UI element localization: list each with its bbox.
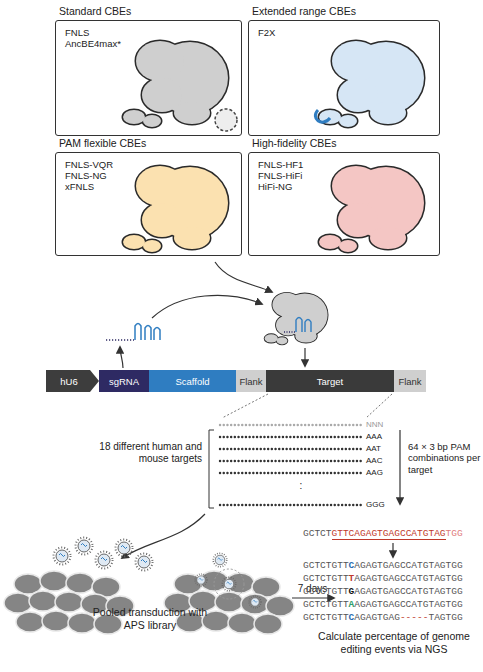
panel-title: Standard CBEs xyxy=(59,5,131,17)
base-run: GCTCTGTT xyxy=(303,612,349,623)
construct-segment: Target xyxy=(266,370,394,392)
base-run: AGAGTGAGCCATGTAGTGG xyxy=(354,560,462,571)
read-sequence: GCTCTGTTGAGAGTGAGCCATGTAGTGG xyxy=(303,586,478,597)
segment-label: sgRNA xyxy=(109,376,139,387)
promoter-arrow: hU6 xyxy=(46,370,99,392)
segment-label: Target xyxy=(317,376,343,387)
panel-title: Extended range CBEs xyxy=(252,5,356,17)
segment-label: hU6 xyxy=(60,376,77,387)
base-run: GCTCTGTT xyxy=(303,560,349,571)
pam-label: AAA xyxy=(366,432,396,442)
arrow-fill xyxy=(46,370,99,392)
segment-label: Flank xyxy=(398,376,421,387)
highlight-base: T xyxy=(349,573,355,584)
variant-name: FNLS-VQR xyxy=(65,159,232,170)
result-caption: Calculate percentage of genome editing e… xyxy=(318,630,470,655)
segment-label: Flank xyxy=(239,376,262,387)
highlight-base: TGG xyxy=(446,528,463,539)
variant-name: FNLS-HF1 xyxy=(258,159,430,170)
highlight-base: A xyxy=(349,599,355,610)
construct-segment: sgRNA xyxy=(99,370,149,392)
highlight-base: C xyxy=(349,560,355,571)
variant-name: HiFi-NG xyxy=(258,181,430,192)
bracket-label: 18 different human and mouse targets xyxy=(98,441,202,465)
base-run: AGAGTGAGCCATGTAGTGG xyxy=(354,573,462,584)
variant-name: F2X xyxy=(258,27,430,38)
construct-segment: Scaffold xyxy=(149,370,236,392)
base-run: GCTCT xyxy=(303,528,332,539)
read-sequence: GCTCTGTTAAGAGTGAGCCATGTAGTGG xyxy=(303,599,478,610)
highlight-base: GTTCAGAGTGAGCCATGTAG xyxy=(332,528,446,540)
step-label: Pooled transduction with APS library xyxy=(92,606,208,631)
panel-title: PAM flexible CBEs xyxy=(59,137,146,149)
base-run: GCTCTGTT xyxy=(303,586,349,597)
base-run: AGAGTGAGCCATGTAGTGG xyxy=(354,599,462,610)
pam-label: AAG xyxy=(366,468,396,478)
variant-name: FNLS-HiFi xyxy=(258,170,430,181)
panel-title: High-fidelity CBEs xyxy=(252,137,337,149)
base-run: TAGTGG xyxy=(428,612,462,623)
base-run: AGAGTGAGCCATGTAGTGG xyxy=(354,586,462,597)
construct-segment: Flank xyxy=(236,370,266,392)
panel-box: High-fidelity CBEsFNLS-HF1FNLS-HiFiHiFi-… xyxy=(248,152,440,256)
panel-box: Extended range CBEsF2X xyxy=(248,20,440,136)
highlight-base: G xyxy=(349,586,355,597)
variant-name: FNLS-NG xyxy=(65,170,232,181)
ellipsis-mark: : xyxy=(295,480,307,492)
arrow-label: 64 × 3 bp PAM combinations per target xyxy=(408,441,483,475)
variant-name: AncBE4max* xyxy=(65,38,232,49)
base-run: GCTCTGTT xyxy=(303,599,349,610)
read-sequence: GCTCTGTTTAGAGTGAGCCATGTAGTGG xyxy=(303,573,478,584)
variant-name: xFNLS xyxy=(65,181,232,192)
reference-sequence: GCTCTGTTCAGAGTGAGCCATGTAGTGG xyxy=(303,528,478,539)
variant-name: FNLS xyxy=(65,27,232,38)
highlight-base: C xyxy=(349,612,355,623)
segment-label: Scaffold xyxy=(175,376,209,387)
pam-label: NNN xyxy=(366,420,396,430)
panel-box: Standard CBEsFNLSAncBE4max* xyxy=(55,20,242,136)
pam-label: GGG xyxy=(366,500,396,510)
pam-label: AAT xyxy=(366,444,396,454)
highlight-base: ----- xyxy=(400,612,429,623)
read-sequence: GCTCTGTTCAGAGTGAG-----TAGTGG xyxy=(303,612,478,623)
construct-segment: Flank xyxy=(394,370,426,392)
pam-label: AAC xyxy=(366,456,396,466)
read-sequence: GCTCTGTTCAGAGTGAGCCATGTAGTGG xyxy=(303,560,478,571)
base-run: GCTCTGTT xyxy=(303,573,349,584)
base-run: AGAGTGAG xyxy=(354,612,400,623)
panel-box: PAM flexible CBEsFNLS-VQRFNLS-NGxFNLS xyxy=(55,152,242,256)
